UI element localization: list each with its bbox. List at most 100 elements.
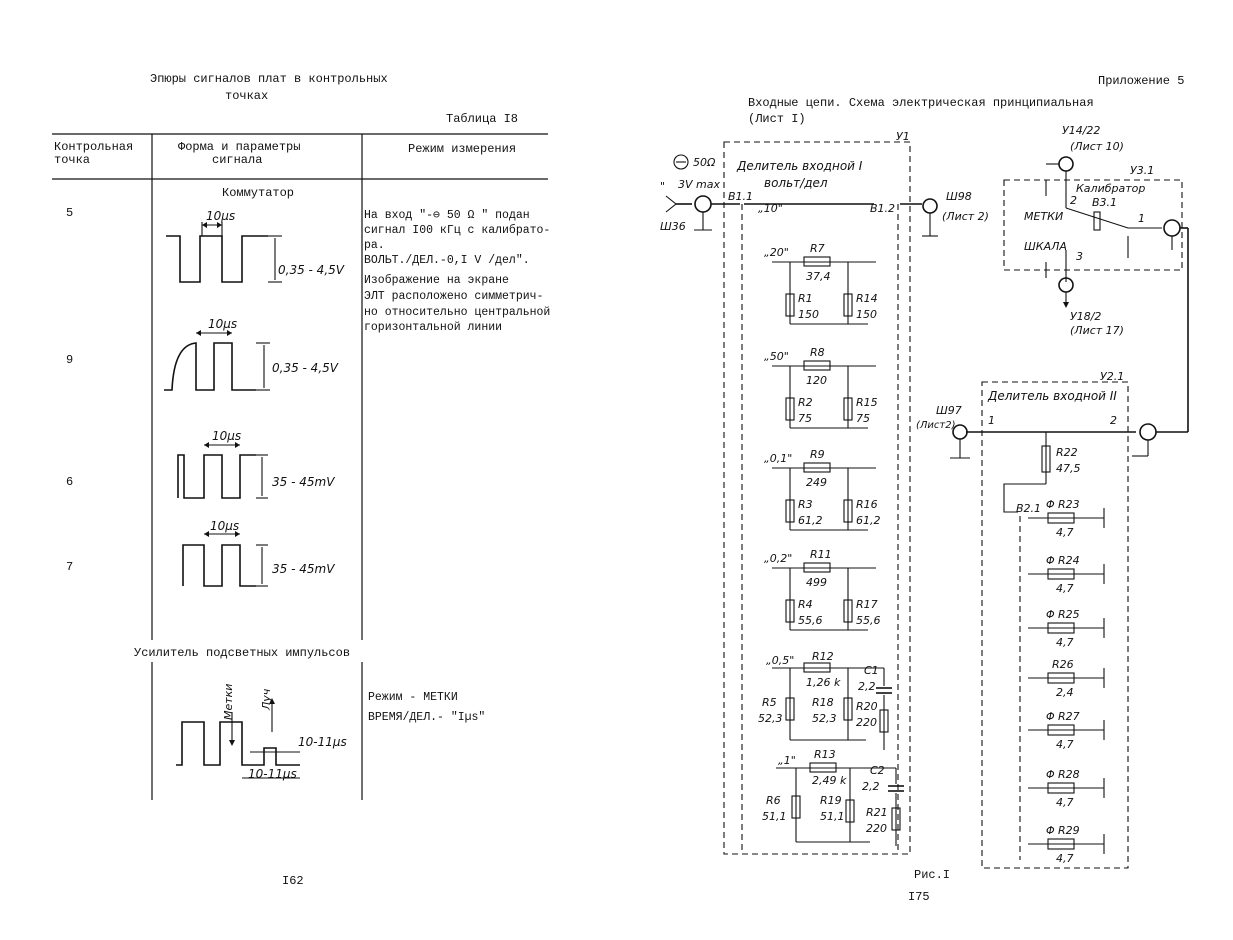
svg-text:МЕТКИ: МЕТКИ: [1024, 210, 1063, 223]
svg-text:R27: R27: [1058, 710, 1080, 723]
svg-text:На вход "-⊖ 50 Ω " подан: На вход "-⊖ 50 Ω " подан: [364, 209, 530, 222]
u1-ref: У1: [896, 130, 910, 143]
svg-text:R5: R5: [762, 696, 777, 709]
svg-text:2: 2: [1070, 194, 1077, 207]
svg-text:150: 150: [856, 308, 877, 321]
svg-text:2,2: 2,2: [862, 780, 880, 793]
amplitude-label-5: 0,35 - 4,5V: [278, 263, 345, 277]
waveform-point-5: 10µs 0,35 - 4,5V: [166, 209, 345, 283]
svg-text:C1: C1: [864, 664, 879, 677]
pos-10: „10": [758, 202, 783, 215]
u1-title-2: вольт/дел: [764, 176, 828, 190]
amplitude-label-7: 35 - 45mV: [272, 562, 335, 576]
svg-text:„1": „1": [778, 754, 796, 767]
sh98-ref: Ш98: [946, 190, 972, 203]
svg-text:R18: R18: [812, 696, 834, 709]
point-7: 7: [66, 560, 73, 574]
period-label-9: 10µs: [208, 317, 237, 331]
trimmer-r28: Φ R28 4,7: [1028, 768, 1105, 809]
waveform-point-7: 10µs 35 - 45mV: [182, 519, 335, 587]
svg-text:сигнал I00 кГц с калибрато-: сигнал I00 кГц с калибрато-: [364, 224, 550, 237]
svg-text:R9: R9: [810, 448, 825, 461]
u21-pin2: 2: [1110, 414, 1117, 427]
figure-label: Рис.I: [914, 868, 950, 882]
point-5: 5: [66, 206, 73, 220]
waveform-amplifier: Метки Луч 10-11µs 10-11µs: [176, 684, 347, 781]
calibrator-block: У14/22 (Лист 10) У3.1 Калибратор В3.1 МЕ…: [1003, 124, 1189, 432]
svg-text:4,7: 4,7: [1056, 852, 1074, 865]
section-switch: Коммутатор: [222, 186, 294, 200]
svg-text:ШКАЛА: ШКАЛА: [1024, 240, 1067, 253]
svg-text:ВОЛЬТ./ДЕЛ.-0,I V /дел".: ВОЛЬТ./ДЕЛ.-0,I V /дел".: [364, 254, 530, 267]
svg-text:Φ: Φ: [1046, 768, 1055, 781]
resistor-r26: R26 2,4: [1028, 658, 1105, 699]
svg-text:ЭЛТ расположено симметрич-: ЭЛТ расположено симметрич-: [364, 290, 543, 303]
u1-frame: [723, 141, 911, 855]
mode-text-2b: ВРЕМЯ/ДЕЛ.- "Iµs": [368, 711, 485, 724]
svg-text:В3.1: В3.1: [1092, 196, 1117, 209]
period-label-5: 10µs: [206, 209, 235, 223]
attenuator-stage-5: „0,5" R12 1,26 k C1 2,2 R5 52,3 R18 52,3…: [758, 650, 892, 750]
switch-b21: В2.1: [1016, 502, 1041, 515]
svg-text:R7: R7: [810, 242, 825, 255]
col-header-point-1: Контрольная: [54, 140, 133, 154]
pulse-width-2: 10-11µs: [248, 767, 297, 781]
svg-text:Φ: Φ: [1046, 554, 1055, 567]
period-label-7: 10µs: [210, 519, 239, 533]
svg-text:61,2: 61,2: [798, 514, 823, 527]
page-number-right: I75: [908, 890, 930, 904]
schematic-title-1: Входные цепи. Схема электрическая принци…: [748, 96, 1094, 110]
switch-b12: В1.2: [870, 202, 895, 215]
svg-text:249: 249: [806, 476, 827, 489]
col-header-form-2: сигнала: [212, 153, 262, 167]
svg-text:51,1: 51,1: [820, 810, 845, 823]
svg-text:но относительно центральной: но относительно центральной: [364, 306, 550, 319]
svg-text:37,4: 37,4: [806, 270, 831, 283]
svg-text:R20: R20: [856, 700, 878, 713]
svg-text:4,7: 4,7: [1056, 738, 1074, 751]
svg-text:220: 220: [866, 822, 887, 835]
page-number-left: I62: [282, 874, 304, 888]
svg-text:4,7: 4,7: [1056, 636, 1074, 649]
u21-pin1: 1: [988, 414, 995, 427]
svg-text:R24: R24: [1058, 554, 1080, 567]
svg-text:R16: R16: [856, 498, 878, 511]
amplitude-label-6: 35 - 45mV: [272, 475, 335, 489]
svg-text:4,7: 4,7: [1056, 526, 1074, 539]
r22-name: R22: [1056, 446, 1078, 459]
svg-text:„50": „50": [764, 350, 789, 363]
svg-text:R4: R4: [798, 598, 813, 611]
svg-text:3: 3: [1076, 250, 1083, 263]
svg-text:51,1: 51,1: [762, 810, 787, 823]
svg-text:R26: R26: [1052, 658, 1074, 671]
svg-text:R15: R15: [856, 396, 878, 409]
table-label: Таблица I8: [446, 112, 518, 126]
svg-text:R3: R3: [798, 498, 813, 511]
svg-text:2,2: 2,2: [858, 680, 876, 693]
sh97-sheet: (Лист2): [916, 420, 956, 431]
svg-text:4,7: 4,7: [1056, 582, 1074, 595]
mode-text-2a: Режим - МЕТКИ: [368, 691, 458, 704]
svg-text:Φ: Φ: [1046, 608, 1055, 621]
col-header-form-1: Форма и параметры: [178, 140, 300, 154]
pulse-label-marks: Метки: [222, 684, 235, 720]
sh97-ref: Ш97: [936, 404, 962, 417]
svg-text:120: 120: [806, 374, 827, 387]
schematic-title-2: (Лист I): [748, 112, 806, 126]
appendix-label: Приложение 5: [1098, 74, 1184, 88]
mode-text-1: На вход "-⊖ 50 Ω " подан сигнал I00 кГц …: [364, 209, 550, 334]
svg-text:R19: R19: [820, 794, 842, 807]
attenuator-stage-2: „50" R8 120 R2 75 R15 75: [764, 346, 878, 429]
svg-text:Φ: Φ: [1046, 710, 1055, 723]
period-label-6: 10µs: [212, 429, 241, 443]
svg-text:(Лист 10): (Лист 10): [1070, 140, 1124, 153]
svg-text:3V max: 3V max: [678, 178, 720, 191]
svg-text:55,6: 55,6: [856, 614, 881, 627]
svg-text:75: 75: [798, 412, 812, 425]
svg-text:R17: R17: [856, 598, 878, 611]
svg-text:„0,1": „0,1": [764, 452, 792, 465]
svg-text:R13: R13: [814, 748, 836, 761]
svg-text:1,26 k: 1,26 k: [806, 676, 841, 689]
attenuator-stage-4: „0,2" R11 499 R4 55,6 R17 55,6: [764, 548, 881, 631]
